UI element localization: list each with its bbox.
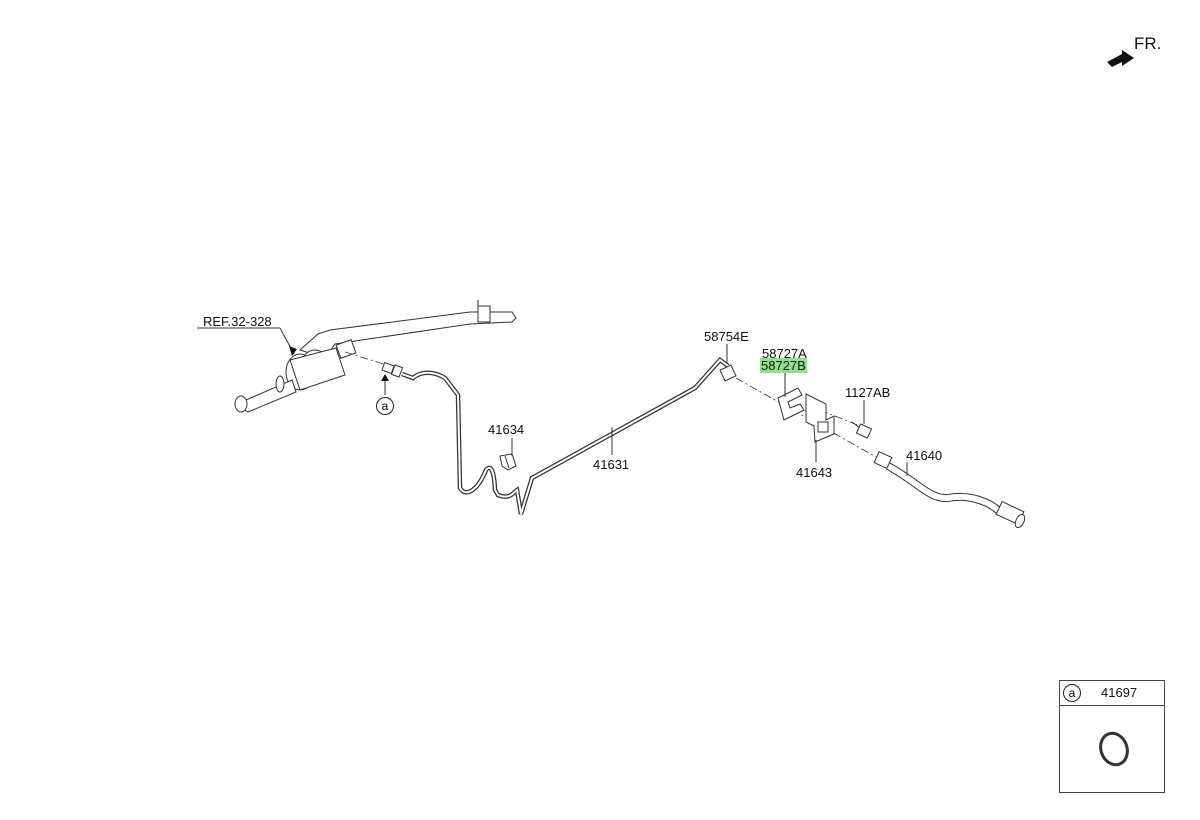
bolt-1127AB — [851, 421, 873, 439]
front-direction-arrow-icon — [1107, 50, 1134, 67]
inset-box: a 41697 — [1059, 680, 1165, 793]
o-ring-41697 — [1099, 731, 1129, 767]
bracket-41643 — [805, 393, 835, 443]
front-direction-label: FR. — [1134, 34, 1162, 53]
clip-58727 — [777, 387, 805, 421]
part-label-1127AB[interactable]: 1127AB — [845, 385, 891, 400]
part-label-41634[interactable]: 41634 — [488, 422, 525, 437]
part-label-41643[interactable]: 41643 — [796, 465, 833, 480]
inset-header: a 41697 — [1060, 681, 1164, 706]
tube-clip-41634 — [499, 453, 517, 471]
part-label-41631[interactable]: 41631 — [593, 457, 630, 472]
hose-end-fitting — [873, 450, 1026, 529]
flare-nut-58754E — [719, 364, 737, 382]
clutch-tube-41631 — [401, 356, 730, 515]
inset-part-label[interactable]: 41697 — [1101, 685, 1138, 700]
tube-fitting-a — [381, 361, 404, 378]
part-label-41640[interactable]: 41640 — [906, 448, 943, 463]
leader-lines — [511, 344, 908, 476]
clutch-hose-41640 — [886, 462, 1003, 515]
part-label-58754E[interactable]: 58754E — [704, 329, 749, 344]
callout-a[interactable]: a — [376, 397, 394, 415]
part-label-58727A[interactable]: 58727A — [762, 346, 807, 361]
inset-letter: a — [1063, 684, 1081, 702]
ref-label[interactable]: REF.32-328 — [203, 314, 272, 329]
clutch-master-cylinder — [234, 300, 517, 413]
part-label-58727B[interactable]: 58727B — [760, 358, 807, 373]
